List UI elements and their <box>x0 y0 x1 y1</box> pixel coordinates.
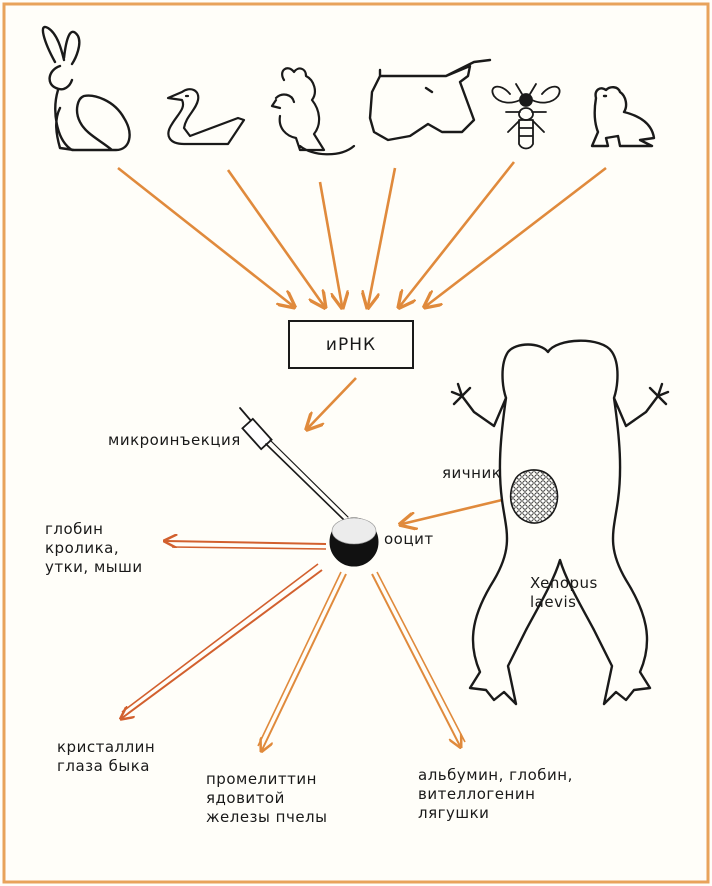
mrna-oocyte-arrow <box>308 378 356 428</box>
promelittin-output-label: промелиттин ядовитой железы пчелы <box>206 770 327 827</box>
ovary-oocyte-arrow <box>402 500 502 524</box>
ovary-icon <box>511 470 558 523</box>
xenopus-frog-icon <box>452 341 668 704</box>
oocyte-label: ооцит <box>384 530 434 549</box>
mouse-icon <box>272 68 354 154</box>
bee-icon <box>492 84 559 149</box>
ovary-label: яичник <box>442 464 501 483</box>
xenopus-label: Xenopus laevis <box>530 574 598 612</box>
rabbit-icon <box>43 27 130 150</box>
globin-output-label: глобин кролика, утки, мыши <box>45 520 143 577</box>
albumin-output-label: альбумин, глобин, вителлогенин лягушки <box>418 766 573 823</box>
frog-icon <box>592 87 654 146</box>
mrna-box: иРНК <box>288 320 414 369</box>
microinjection-label: микроинъекция <box>108 431 241 450</box>
output-arrows <box>122 541 465 750</box>
crystallin-output-label: кристаллин глаза быка <box>57 738 155 776</box>
animal-arrows <box>118 162 606 306</box>
duck-icon <box>168 89 244 144</box>
cow-icon <box>370 60 490 140</box>
oocyte-icon <box>330 518 378 566</box>
syringe-icon <box>240 408 348 520</box>
